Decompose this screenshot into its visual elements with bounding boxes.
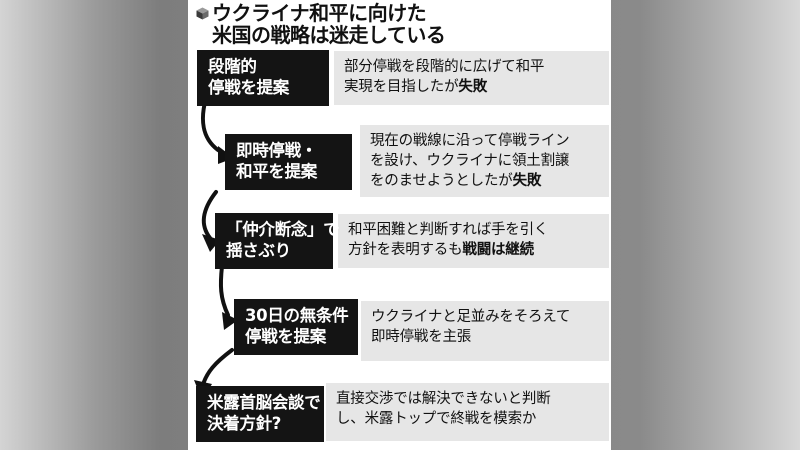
step-4-label-line-1: 30日の無条件: [245, 306, 349, 325]
step-3-label-line-1: 「仲介断念」で: [226, 220, 340, 239]
title-line-2: 米国の戦略は迷走している: [212, 23, 446, 47]
infographic-panel: ウクライナ和平に向けた 米国の戦略は迷走している 部分停戦を段階的に広げて和平 …: [188, 0, 611, 450]
step-2-label: 即時停戦・ 和平を提案: [225, 134, 352, 190]
step-1-desc-line-1: 部分停戦を段階的に広げて和平: [344, 59, 545, 75]
step-2-label-line-1: 即時停戦・: [236, 141, 318, 160]
step-4-desc-line-1: ウクライナと足並みをそろえて: [371, 309, 571, 325]
step-5-desc-line-2: し、米露トップで終戦を模索か: [336, 411, 537, 427]
step-5-desc: 直接交渉では解決できないと判断 し、米露トップで終戦を模索か: [326, 383, 609, 441]
step-2-desc: 現在の戦線に沿って停戦ライン を設け、ウクライナに領土割譲 をのませようとしたが…: [360, 125, 609, 197]
step-3-label: 「仲介断念」で 揺さぶり: [215, 213, 340, 269]
step-5-desc-line-1: 直接交渉では解決できないと判断: [336, 391, 551, 407]
step-3-desc-line-1: 和平困難と判断すれば手を引く: [348, 222, 549, 238]
step-4-desc: ウクライナと足並みをそろえて 即時停戦を主張: [361, 301, 609, 361]
title-line-1: ウクライナ和平に向けた: [212, 1, 427, 25]
step-3-desc: 和平困難と判断すれば手を引く 方針を表明するも戦闘は継続: [338, 214, 609, 268]
step-5-label: 米露首脳会談で 決着方針?: [196, 386, 324, 442]
step-5-label-line-1: 米露首脳会談で: [207, 393, 321, 412]
step-2-desc-line-2: を設け、ウクライナに領土割譲: [370, 153, 570, 169]
step-1-label-line-2: 停戦を提案: [208, 78, 290, 97]
step-4-label: 30日の無条件 停戦を提案: [234, 299, 358, 355]
step-4-desc-line-2: 即時停戦を主張: [371, 329, 472, 345]
step-1-label: 段階的 停戦を提案: [197, 50, 329, 106]
step-1-desc-line-2: 実現を目指したが失敗: [344, 79, 488, 95]
step-2-desc-line-1: 現在の戦線に沿って停戦ライン: [370, 133, 570, 149]
step-4-label-line-2: 停戦を提案: [245, 327, 327, 346]
step-3-desc-line-2: 方針を表明するも戦闘は継続: [348, 242, 534, 258]
cube-icon: [196, 7, 209, 20]
step-2-desc-line-3: をのませようとしたが失敗: [370, 173, 542, 189]
step-1-label-line-1: 段階的: [208, 57, 257, 76]
step-3-label-line-2: 揺さぶり: [226, 241, 291, 260]
step-1-desc: 部分停戦を段階的に広げて和平 実現を目指したが失敗: [334, 51, 609, 105]
step-2-label-line-2: 和平を提案: [236, 162, 318, 181]
step-5-label-line-2: 決着方針?: [207, 414, 282, 433]
